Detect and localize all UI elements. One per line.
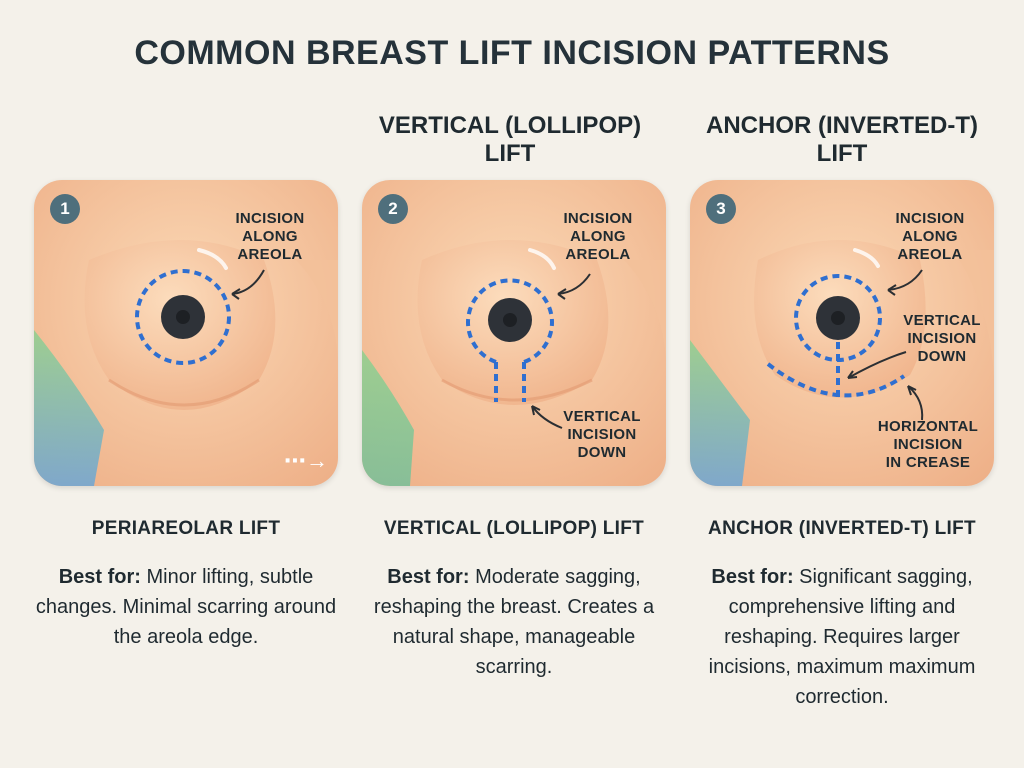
label-horizontal-incision-in-crease: HORIZONTAL INCISION IN CREASE	[877, 418, 979, 471]
description-text: Minor lifting, subtle changes. Minimal s…	[35, 566, 337, 648]
best-for-label: Best for:	[387, 566, 470, 588]
page-title: COMMON BREAST LIFT INCISION PATTERNS	[134, 34, 890, 72]
label-vertical-incision-down: VERTICAL INCISION DOWN	[563, 408, 641, 461]
anchor-lift-illustration: 3 INCISION ALONG AREOLA VERTICAL INCISIO…	[690, 180, 994, 486]
best-for-label: Best for:	[58, 566, 141, 588]
torso-illustration	[362, 180, 666, 486]
areola-incision-line	[135, 269, 231, 365]
torso-illustration	[34, 180, 338, 486]
label-vertical-incision-down: VERTICAL INCISION DOWN	[903, 312, 981, 365]
description-anchor: Best for: Significant sagging, comprehen…	[682, 562, 1002, 712]
dotted-arrow-right-icon[interactable]: ⋯→	[284, 448, 328, 473]
periareolar-illustration: 1 INCISION ALONG AREOLA ⋯→	[34, 180, 338, 486]
column-heading-anchor: ANCHOR (INVERTED-T) LIFT	[706, 112, 978, 167]
description-periareolar: Best for: Minor lifting, subtle changes.…	[26, 562, 346, 652]
description-text: Significant sagging, comprehensive lifti…	[708, 566, 976, 708]
column-heading-vertical: VERTICAL (LOLLIPOP) LIFT	[378, 112, 642, 167]
label-incision-along-areola: INCISION ALONG AREOLA	[895, 210, 965, 263]
best-for-label: Best for:	[711, 566, 794, 588]
lift-name-vertical: VERTICAL (LOLLIPOP) LIFT	[383, 518, 645, 539]
step-badge-2: 2	[378, 194, 408, 224]
step-badge-1: 1	[50, 194, 80, 224]
step-badge-3: 3	[706, 194, 736, 224]
label-incision-along-areola: INCISION ALONG AREOLA	[235, 210, 305, 263]
label-incision-along-areola: INCISION ALONG AREOLA	[563, 210, 633, 263]
description-vertical: Best for: Moderate sagging, reshaping th…	[354, 562, 674, 682]
lift-name-anchor: ANCHOR (INVERTED-T) LIFT	[708, 518, 976, 539]
torso-illustration	[690, 180, 994, 486]
areola-incision-line	[794, 274, 882, 362]
lift-name-periareolar: PERIAREOLAR LIFT	[91, 518, 281, 539]
vertical-lift-illustration: 2 INCISION ALONG AREOLA VERTICAL INCISIO…	[362, 180, 666, 486]
description-text: Moderate sagging, reshaping the breast. …	[373, 566, 655, 678]
